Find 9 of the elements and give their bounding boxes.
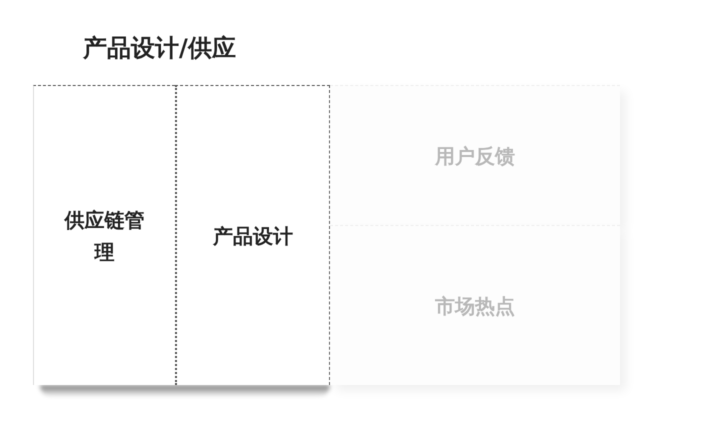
panel-label: 用户反馈 [435,142,515,170]
panel [175,85,330,385]
panel-label: 供应链管理 [64,206,144,266]
panel-label: 产品设计 [213,222,293,250]
panel [330,225,620,385]
panel [330,85,620,225]
title: 产品设计/供应 [83,33,236,64]
panel-label: 市场热点 [435,292,515,320]
panel [33,85,175,385]
